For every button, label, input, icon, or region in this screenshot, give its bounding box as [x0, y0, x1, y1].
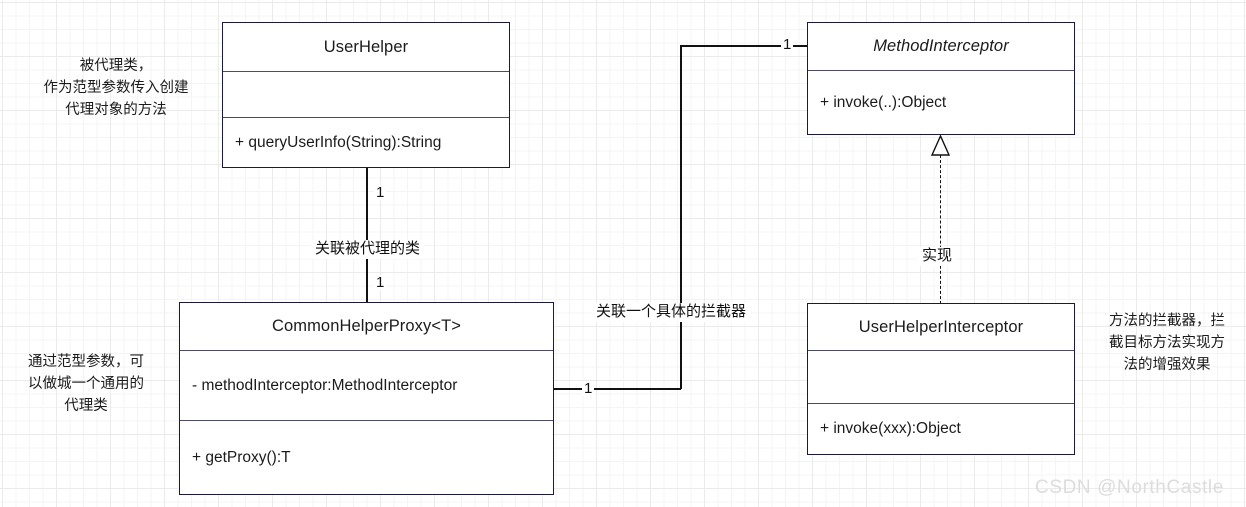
note-user-helper: 被代理类， 作为范型参数传入创建 代理对象的方法 [43, 58, 189, 118]
watermark: CSDN @NorthCastle [1035, 477, 1224, 498]
connector-proxy-to-interceptor-horizontal-bottom [554, 388, 681, 390]
hollow-triangle-arrow-icon [930, 134, 951, 156]
class-operations-user-helper-interceptor: + invoke(xxx):Object [820, 419, 961, 437]
class-title-user-helper-interceptor: UserHelperInterceptor [808, 304, 1074, 352]
class-box-user-helper[interactable]: UserHelper + queryUserInfo(String):Strin… [222, 22, 510, 168]
multiplicity-userhelper-side: 1 [374, 184, 387, 201]
class-attributes-user-helper-interceptor [808, 351, 1074, 404]
connector-proxy-to-interceptor-vertical [680, 45, 682, 389]
edge-label-realization: 实现 [918, 247, 957, 266]
class-attributes-common-helper-proxy: - methodInterceptor:MethodInterceptor [180, 351, 553, 421]
class-operations-method-interceptor: + invoke(..):Object [820, 93, 947, 111]
connector-proxy-to-userhelper [366, 167, 368, 304]
class-box-method-interceptor[interactable]: MethodInterceptor + invoke(..):Object [807, 22, 1075, 135]
class-operations-user-helper: + queryUserInfo(String):String [235, 133, 442, 151]
class-title-user-helper: UserHelper [223, 23, 509, 72]
class-box-common-helper-proxy[interactable]: CommonHelperProxy<T> - methodInterceptor… [179, 302, 554, 495]
note-interceptor: 方法的拦截器，拦 截目标方法实现方 法的增强效果 [1109, 313, 1225, 373]
class-title-common-helper-proxy: CommonHelperProxy<T> [180, 303, 553, 351]
edge-label-association-interceptor: 关联一个具体的拦截器 [592, 303, 751, 322]
class-title-method-interceptor: MethodInterceptor [808, 23, 1074, 71]
multiplicity-interceptor-top: 1 [781, 36, 794, 53]
edge-label-association-userhelper: 关联被代理的类 [311, 240, 425, 259]
class-attributes-user-helper [223, 72, 509, 118]
connector-proxy-to-interceptor-horizontal-top [680, 45, 807, 47]
multiplicity-proxy-side: 1 [374, 274, 387, 291]
multiplicity-interceptor-bottom: 1 [582, 380, 595, 397]
connector-realization-dashed [940, 155, 941, 304]
class-box-user-helper-interceptor[interactable]: UserHelperInterceptor + invoke(xxx):Obje… [807, 303, 1075, 455]
class-operations-common-helper-proxy: + getProxy():T [192, 448, 291, 466]
note-common-helper-proxy: 通过范型参数，可 以做城一个通用的 代理类 [28, 354, 144, 414]
